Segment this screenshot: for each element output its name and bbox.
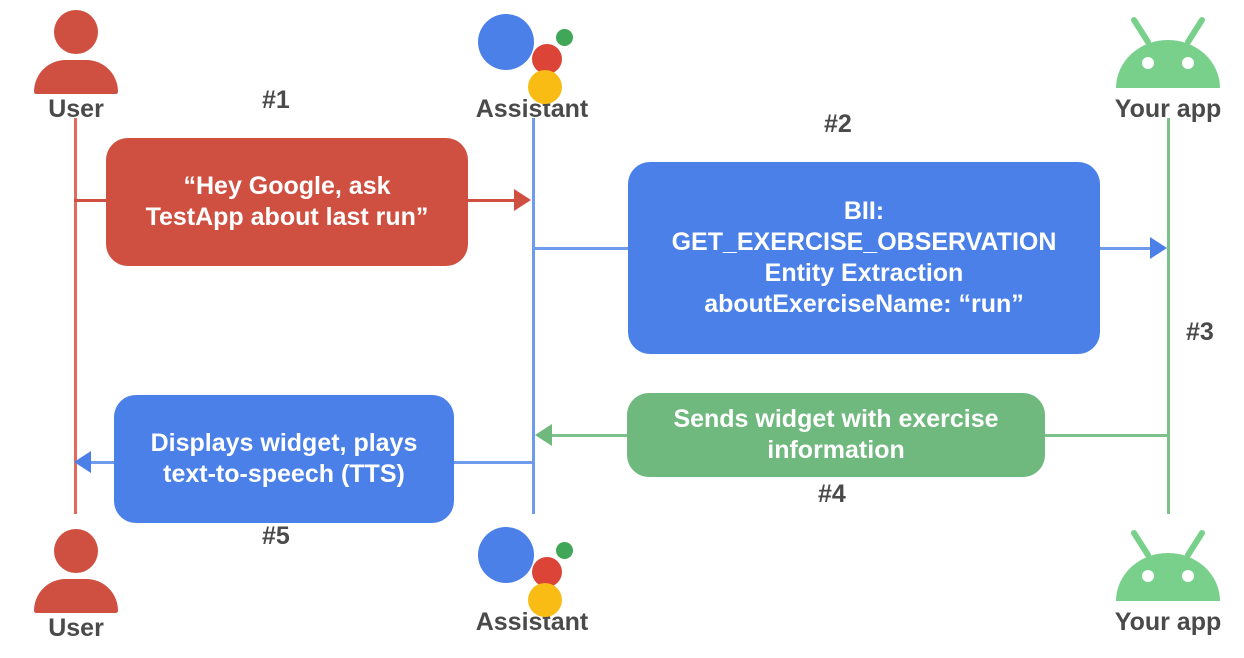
message-box-4-text: Sends widget with exercise information bbox=[673, 405, 999, 464]
step-label-3: #3 bbox=[1186, 318, 1214, 346]
connector-box5-to-user bbox=[90, 461, 118, 464]
assistant-yellow-dot-icon bbox=[528, 70, 562, 104]
google-assistant-icon bbox=[462, 521, 602, 617]
android-icon-svg bbox=[1116, 17, 1220, 88]
message-box-5[interactable]: Displays widget, plays text-to-speech (T… bbox=[114, 395, 454, 523]
arrowhead-step5 bbox=[74, 451, 91, 473]
actor-label-your-app-bottom: Your app bbox=[1114, 608, 1222, 636]
actor-your-app-top: Your app bbox=[1098, 8, 1238, 124]
step-label-2: #2 bbox=[824, 110, 852, 138]
actor-assistant-bottom: Assistant bbox=[462, 521, 602, 637]
assistant-blue-dot-icon bbox=[478, 527, 534, 583]
connector-app-to-box4 bbox=[1042, 434, 1170, 437]
user-head-shape bbox=[54, 529, 98, 573]
actor-label-user-top: User bbox=[48, 95, 104, 123]
arrowhead-step3 bbox=[1150, 237, 1167, 259]
assistant-yellow-dot-icon bbox=[528, 583, 562, 617]
assistant-blue-dot-icon bbox=[478, 14, 534, 70]
message-box-2-text: BII: GET_EXERCISE_OBSERVATION Entity Ext… bbox=[671, 197, 1057, 318]
actor-user-bottom: User bbox=[6, 527, 146, 643]
android-icon bbox=[1098, 8, 1238, 94]
actor-user-top: User bbox=[6, 8, 146, 124]
connector-user-to-box1 bbox=[74, 199, 114, 202]
connector-assistant-to-box2 bbox=[532, 247, 634, 250]
message-box-1-text: “Hey Google, ask TestApp about last run” bbox=[145, 172, 429, 231]
android-icon-svg bbox=[1116, 530, 1220, 601]
actor-your-app-bottom: Your app bbox=[1098, 521, 1238, 637]
google-assistant-icon bbox=[462, 8, 602, 104]
lifeline-assistant bbox=[532, 118, 535, 514]
message-box-5-text: Displays widget, plays text-to-speech (T… bbox=[150, 429, 418, 488]
arrowhead-step4 bbox=[535, 424, 552, 446]
connector-assistant-to-box5 bbox=[452, 461, 534, 464]
step-label-1: #1 bbox=[262, 86, 290, 114]
message-box-2[interactable]: BII: GET_EXERCISE_OBSERVATION Entity Ext… bbox=[628, 162, 1100, 354]
actor-label-assistant-bottom: Assistant bbox=[475, 608, 589, 636]
user-body-shape bbox=[34, 60, 118, 94]
step-label-5: #5 bbox=[262, 522, 290, 550]
actor-label-assistant-top: Assistant bbox=[475, 95, 589, 123]
connector-box1-to-assistant bbox=[466, 199, 518, 202]
assistant-red-dot-icon bbox=[532, 557, 562, 587]
user-icon bbox=[6, 527, 146, 613]
user-head-shape bbox=[54, 10, 98, 54]
assistant-red-dot-icon bbox=[532, 44, 562, 74]
arrowhead-step1 bbox=[514, 189, 531, 211]
actor-assistant-top: Assistant bbox=[462, 8, 602, 124]
lifeline-user bbox=[74, 118, 77, 514]
assistant-green-dot-icon bbox=[556, 542, 573, 559]
step-label-4: #4 bbox=[818, 480, 846, 508]
actor-label-user-bottom: User bbox=[48, 614, 104, 642]
android-icon bbox=[1098, 521, 1238, 607]
lifeline-your-app bbox=[1167, 118, 1170, 514]
user-body-shape bbox=[34, 579, 118, 613]
message-box-1[interactable]: “Hey Google, ask TestApp about last run” bbox=[106, 138, 468, 266]
assistant-green-dot-icon bbox=[556, 29, 573, 46]
actor-label-your-app-top: Your app bbox=[1114, 95, 1222, 123]
user-icon bbox=[6, 8, 146, 94]
connector-box2-to-app bbox=[1098, 247, 1154, 250]
message-box-4[interactable]: Sends widget with exercise information bbox=[627, 393, 1045, 477]
connector-box4-to-assistant bbox=[552, 434, 630, 437]
